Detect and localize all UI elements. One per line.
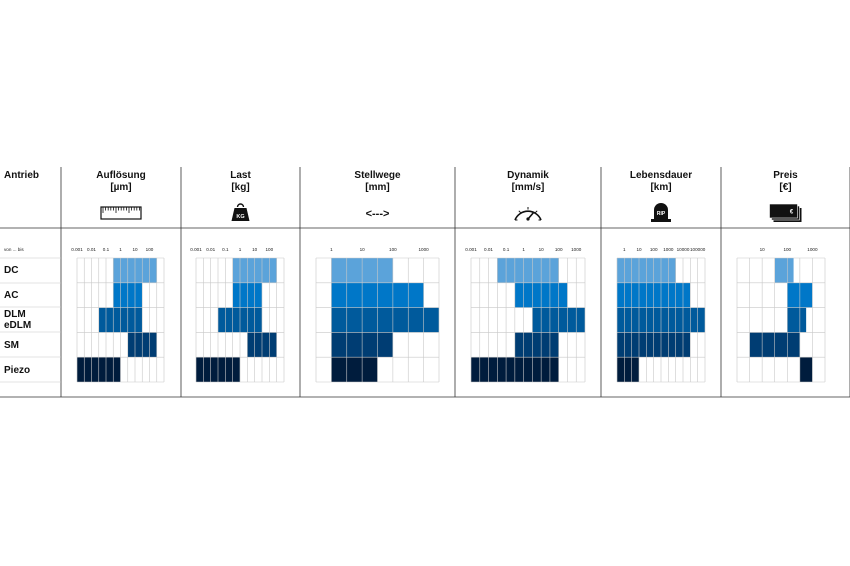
tick-label: 0.01 [87, 247, 96, 252]
bar [331, 357, 378, 382]
tick-label: 100 [146, 247, 154, 252]
svg-text:KG: KG [236, 214, 244, 220]
ruler-icon [100, 206, 142, 220]
tick-label: 1000 [571, 247, 582, 252]
tick-label: 100 [389, 247, 397, 252]
chart-title: Preis [773, 170, 798, 181]
tick-label: 1 [119, 247, 122, 252]
chart-title: Lebensdauer [630, 170, 692, 181]
speedometer-icon [514, 207, 542, 221]
chart-panel: Preis[€] €10 100 1000 [736, 170, 826, 383]
tick-label: 1 [623, 247, 626, 252]
tick-label: 0.1 [503, 247, 510, 252]
tick-label: 1000 [663, 247, 674, 252]
chart-panel: Dynamik[mm/s] 0.001 0.01 0.1 1 10 100 1000 [465, 170, 586, 383]
tick-label: 1000 [419, 247, 430, 252]
drive-column-header: Antrieb [4, 170, 39, 181]
chart-title: [€] [779, 182, 791, 193]
weight-icon: KG [231, 203, 250, 221]
bar [799, 357, 813, 382]
bar [497, 258, 559, 283]
row-label: AC [4, 290, 18, 301]
tick-label: 10 [636, 247, 642, 252]
tick-label: 10 [760, 247, 766, 252]
tick-label: 100 [265, 247, 273, 252]
tick-label: 10 [252, 247, 258, 252]
row-label: Piezo [4, 365, 30, 376]
tick-label: 10 [539, 247, 545, 252]
banknotes-icon: € [769, 203, 802, 222]
chart-title: Stellwege [354, 170, 401, 181]
row-label: SM [4, 340, 19, 351]
tick-label: 0.001 [190, 247, 202, 252]
chart-title: Dynamik [507, 170, 549, 181]
table-frame [0, 167, 850, 398]
tick-label: 100 [783, 247, 791, 252]
row-label: eDLM [4, 320, 31, 331]
chart-panel: Last[kg] KG 0.001 0.01 0.1 1 10 100 [190, 170, 285, 383]
chart-title: [mm] [365, 182, 389, 193]
tick-label: 1 [522, 247, 525, 252]
tombstone-icon: RIP [651, 203, 671, 222]
tick-label: 100 [650, 247, 658, 252]
chart-title: Last [230, 170, 251, 181]
tick-label: 0.01 [484, 247, 493, 252]
range-label: von ... bis [4, 247, 24, 252]
chart-title: [kg] [231, 182, 249, 193]
tick-label: 100 [555, 247, 563, 252]
chart-panel: Stellwege[mm] <---> 1 10 100 1000 [315, 170, 440, 383]
svg-text:€: € [790, 210, 794, 216]
bar [617, 357, 639, 382]
tick-label: 10 [132, 247, 138, 252]
chart-title: [µm] [110, 182, 131, 193]
row-label: DLM [4, 309, 26, 320]
bar [331, 307, 439, 333]
tick-label: 1000 [807, 247, 818, 252]
tick-label: 10 [360, 247, 366, 252]
bar [787, 307, 807, 333]
tick-label: 0.001 [465, 247, 477, 252]
tick-label: 1 [330, 247, 333, 252]
svg-text:<--->: <---> [366, 208, 390, 220]
tick-label: 100000 [690, 247, 706, 252]
row-label: DC [4, 265, 18, 276]
tick-label: 0.1 [222, 247, 229, 252]
tick-label: 0.001 [71, 247, 83, 252]
tick-label: 10000 [677, 247, 690, 252]
chart-title: [mm/s] [512, 182, 545, 193]
chart-title: Auflösung [96, 170, 145, 181]
bar [514, 332, 559, 358]
tick-label: 1 [239, 247, 242, 252]
tick-label: 0.01 [206, 247, 215, 252]
svg-text:RIP: RIP [657, 211, 666, 217]
bar [774, 258, 794, 283]
tick-label: 0.1 [103, 247, 110, 252]
arrows-icon: <---> [366, 208, 390, 220]
charts: Auflösung[µm] 0.001 0.01 0.1 1 10 100 Last[kg] K… [71, 170, 826, 383]
chart-panel: Auflösung[µm] 0.001 0.01 0.1 1 10 100 [71, 170, 165, 383]
chart-title: [km] [650, 182, 671, 193]
